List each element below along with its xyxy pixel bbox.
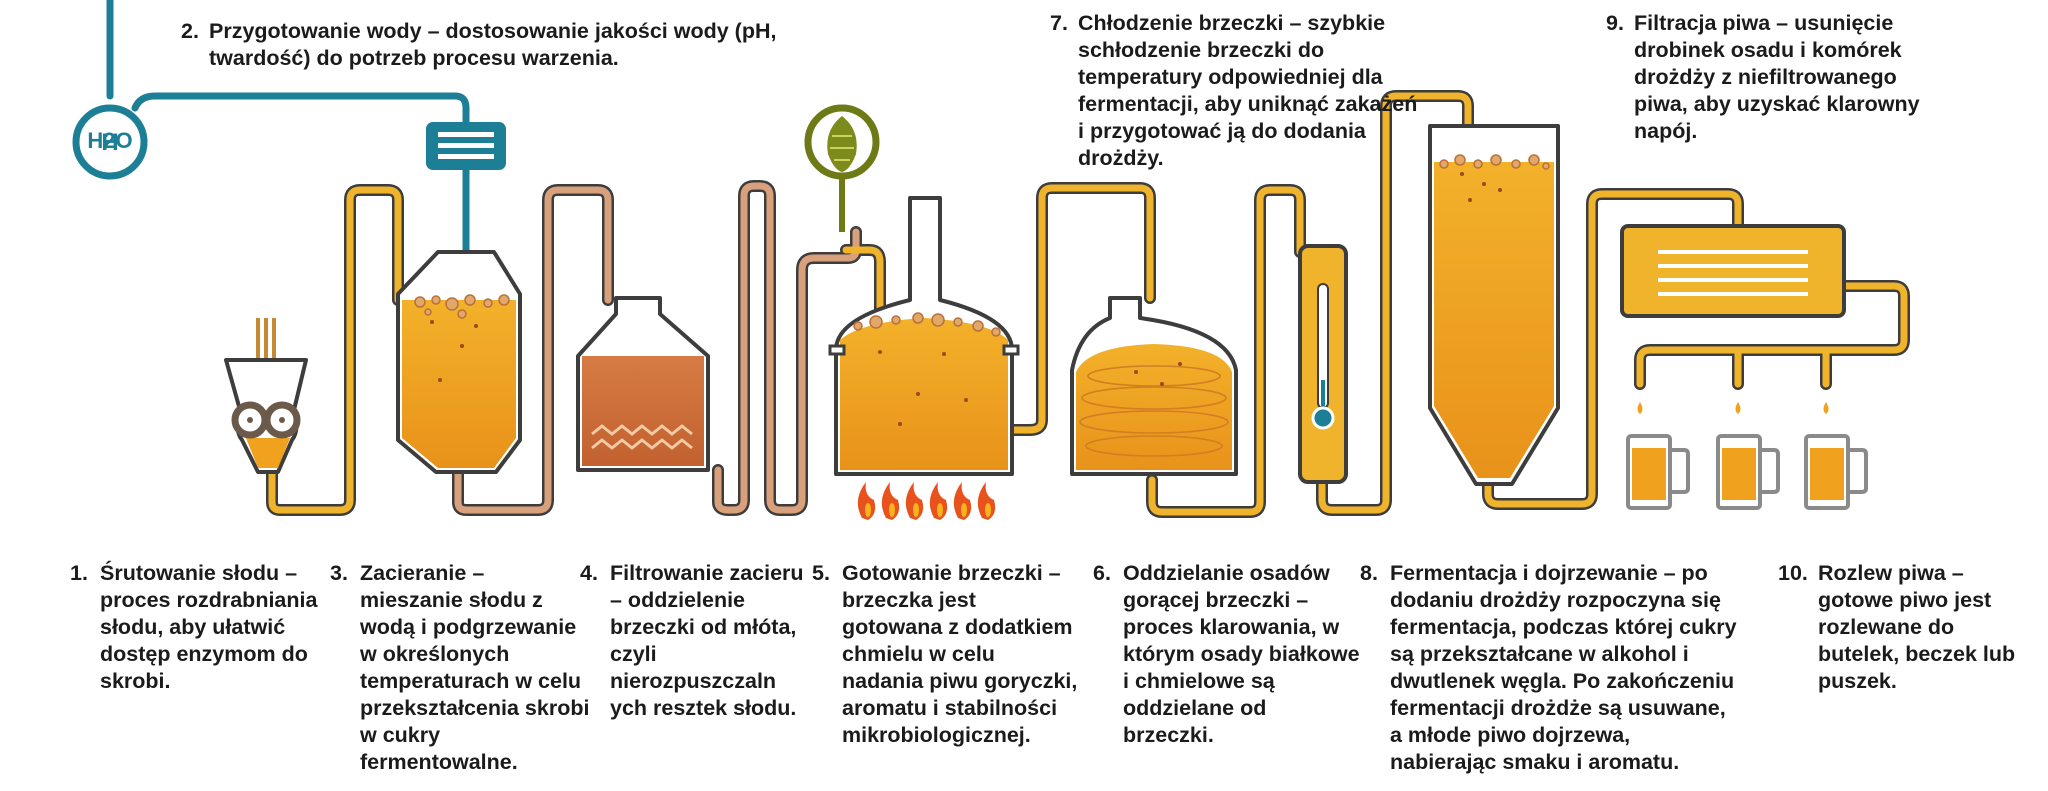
- step-9-number: 9.: [1606, 11, 1624, 35]
- hop-icon: [804, 104, 880, 232]
- step-9-text: Filtracja piwa – usunięcie drobinek osad…: [1634, 11, 1920, 143]
- fermentation-tank: [1428, 124, 1560, 486]
- water-label: H2O: [86, 128, 134, 154]
- beer-mug-icon: [1626, 402, 1868, 510]
- flame-icon: [857, 482, 996, 520]
- thermometer-icon: [1311, 283, 1335, 430]
- step-4: 4. Filtrowanie zacieru – oddzielenie brz…: [580, 560, 812, 722]
- process-pipes: [266, 90, 1910, 518]
- step-7-text: Chłodzenie brzeczki – szybkie schłodzeni…: [1078, 11, 1418, 170]
- svg-text:H: H: [101, 129, 118, 156]
- step-10-text: Rozlew piwa – gotowe piwo jest rozlewane…: [1818, 561, 2016, 693]
- boil-kettle: [828, 196, 1020, 476]
- lauter-tun: [576, 296, 710, 472]
- step-2: 2. Przygotowanie wody – dostosowanie jak…: [181, 18, 781, 72]
- step-6-number: 6.: [1093, 561, 1111, 585]
- step-10: 10. Rozlew piwa – gotowe piwo jest rozle…: [1778, 560, 2040, 695]
- step-1-number: 1.: [70, 561, 88, 585]
- mash-tun: [396, 250, 522, 474]
- step-7-number: 7.: [1050, 11, 1068, 35]
- step-2-text: Przygotowanie wody – dostosowanie jakośc…: [209, 19, 777, 70]
- whirlpool-tank: [1070, 296, 1238, 476]
- water-source-icon: H: [72, 104, 148, 180]
- step-8-text: Fermentacja i dojrzewanie – po dodaniu d…: [1390, 561, 1737, 774]
- step-8-number: 8.: [1360, 561, 1378, 585]
- water-label-text: H2O: [87, 128, 133, 153]
- step-5: 5. Gotowanie brzeczki – brzeczka jest go…: [812, 560, 1080, 749]
- step-2-number: 2.: [181, 19, 199, 43]
- step-5-text: Gotowanie brzeczki – brzeczka jest gotow…: [842, 561, 1078, 747]
- water-pipe: [106, 0, 470, 256]
- step-6: 6. Oddzielanie osadów gorącej brzeczki –…: [1093, 560, 1363, 749]
- step-4-text: Filtrowanie zacieru – oddzielenie brzecz…: [610, 561, 804, 720]
- beer-filter: [1620, 224, 1846, 318]
- step-1-text: Śrutowanie słodu – proces rozdrabniania …: [100, 561, 318, 693]
- water-treatment-icon: [426, 122, 506, 170]
- step-9: 9. Filtracja piwa – usunięcie drobinek o…: [1606, 10, 1936, 145]
- wort-cooler: [1298, 244, 1348, 484]
- step-3-number: 3.: [330, 561, 348, 585]
- step-10-number: 10.: [1778, 561, 1808, 585]
- malt-mill: [224, 318, 308, 474]
- step-5-number: 5.: [812, 561, 830, 585]
- step-8: 8. Fermentacja i dojrzewanie – po dodani…: [1360, 560, 1740, 776]
- step-7: 7. Chłodzenie brzeczki – szybkie schłodz…: [1050, 10, 1420, 172]
- step-1: 1. Śrutowanie słodu – proces rozdrabnian…: [70, 560, 332, 695]
- step-3-text: Zacieranie – mieszanie słodu z wodą i po…: [360, 561, 590, 774]
- step-4-number: 4.: [580, 561, 598, 585]
- step-6-text: Oddzielanie osadów gorącej brzeczki – pr…: [1123, 561, 1360, 747]
- step-3: 3. Zacieranie – mieszanie słodu z wodą i…: [330, 560, 592, 776]
